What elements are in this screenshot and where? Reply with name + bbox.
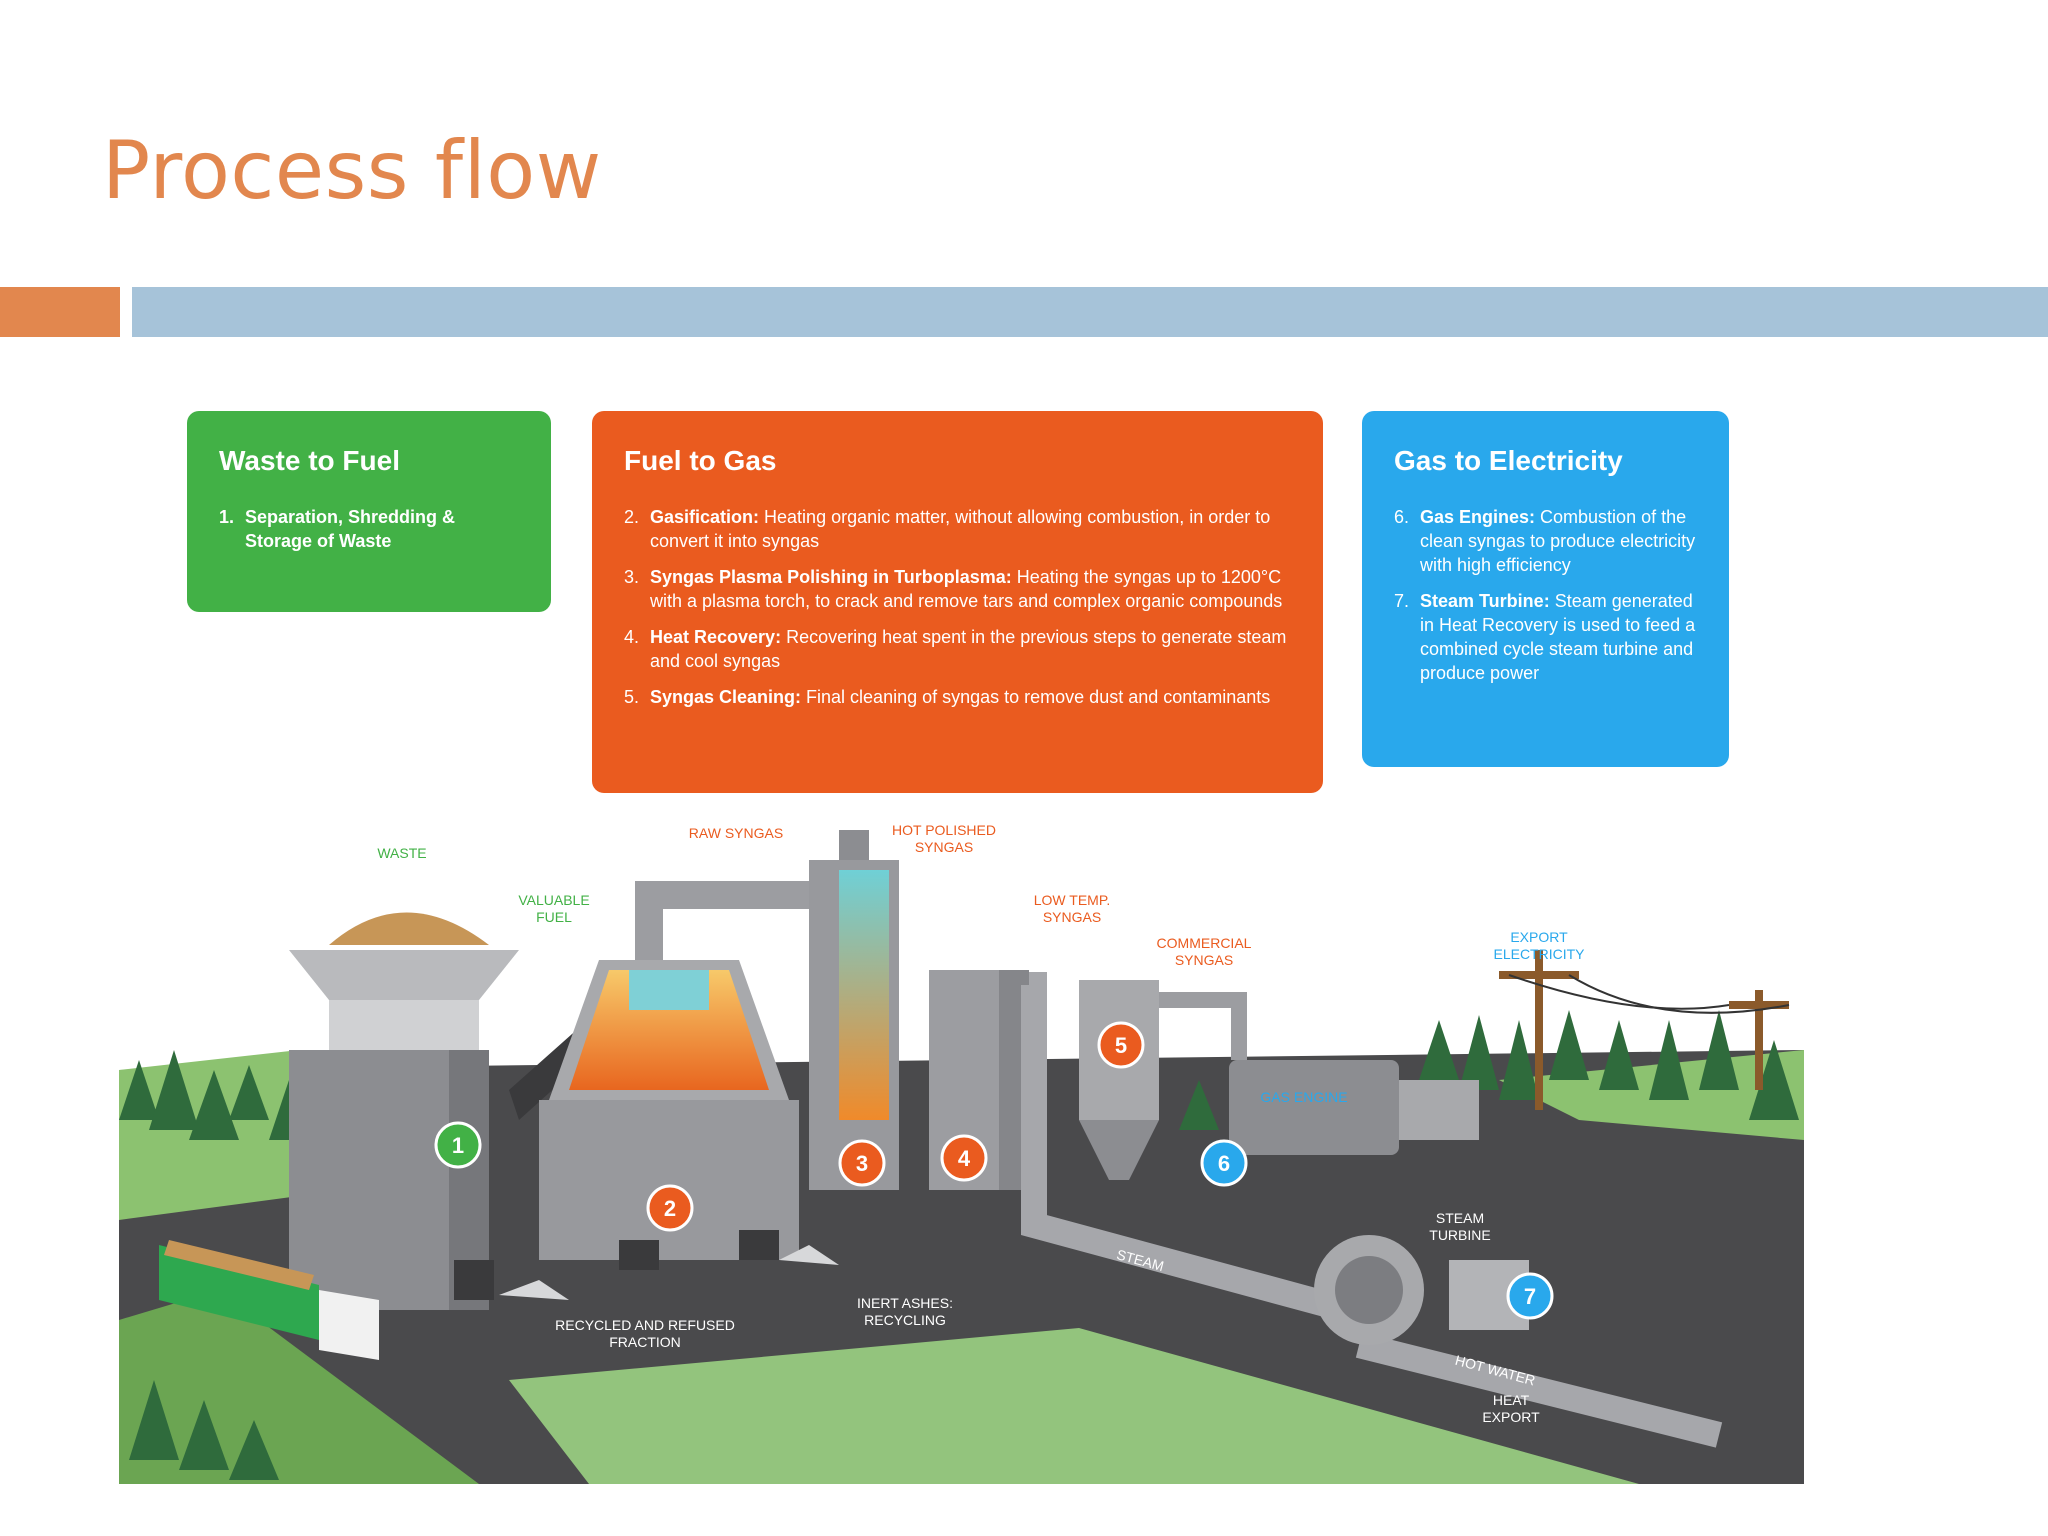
label-valuable-fuel-1: VALUABLE: [518, 892, 589, 908]
step-markers: 1 2 3 4 5 6 7: [434, 1021, 1554, 1320]
step-6-number: 6: [1218, 1151, 1230, 1176]
label-steam-turbine-1: STEAM: [1436, 1210, 1484, 1226]
step-5-item: 5. Syngas Cleaning: Final cleaning of syn…: [624, 685, 1297, 709]
label-inert-ashes-1: INERT ASHES:: [857, 1295, 953, 1311]
label-export-electricity-1: EXPORT: [1510, 929, 1568, 945]
waste-to-fuel-panel: Waste to Fuel 1. Separation, Shredding &…: [187, 411, 551, 612]
label-hot-polished-1: HOT POLISHED: [892, 822, 996, 838]
step-number: 2.: [624, 507, 640, 527]
step-number: 3.: [624, 567, 640, 587]
steam-pipe: [1021, 972, 1333, 1318]
fuel-to-gas-title: Fuel to Gas: [624, 445, 777, 476]
power-lines: [1499, 950, 1790, 1110]
step-2-number: 2: [664, 1196, 676, 1221]
label-valuable-fuel-2: FUEL: [536, 909, 572, 925]
step-text: Separation, Shredding & Storage of Waste: [245, 507, 456, 551]
steam-turbine: [1314, 1235, 1529, 1345]
step-text: Final cleaning of syngas to remove dust …: [801, 687, 1271, 707]
step-5-number: 5: [1115, 1033, 1127, 1058]
truck: [159, 1240, 379, 1360]
step-heading: Steam Turbine:: [1420, 591, 1550, 611]
ashes-pile: [779, 1245, 839, 1265]
step-heading: Syngas Plasma Polishing in Turboplasma:: [650, 567, 1012, 587]
step-heading: Heat Recovery:: [650, 627, 782, 647]
step-text: Heating organic matter, without allowing…: [650, 507, 1271, 551]
step-number: 7.: [1394, 591, 1410, 611]
step-1-number: 1: [452, 1133, 464, 1158]
step-number: 4.: [624, 627, 640, 647]
label-commercial-2: SYNGAS: [1175, 952, 1233, 968]
step-6-marker: 6: [1200, 1139, 1248, 1187]
slide-title: Process flow: [102, 124, 602, 217]
step-number: 1.: [219, 507, 235, 527]
step-3-number: 3: [856, 1151, 868, 1176]
title-accent-bar-blue: [132, 287, 2048, 337]
label-heat-export-2: EXPORT: [1482, 1409, 1540, 1425]
step-text: Steam generated in Heat Recovery is used…: [1420, 591, 1696, 683]
step-5-marker: 5: [1097, 1021, 1145, 1069]
plant-illustration: 1 2 3 4 5 6 7 WASTE VALUABLE FUEL RAW SY…: [119, 822, 1804, 1484]
gas-to-electricity-title: Gas to Electricity: [1394, 445, 1623, 476]
step-text: Combustion of the clean syngas to produc…: [1420, 507, 1696, 575]
label-raw-syngas: RAW SYNGAS: [689, 825, 783, 841]
label-heat-export-1: HEAT: [1493, 1392, 1530, 1408]
fuel-to-gas-panel: Fuel to Gas 2. Gasification: Heating orga…: [592, 411, 1323, 793]
gas-engine: [1229, 1060, 1479, 1155]
gasifier: [539, 960, 799, 1270]
label-recycled-2: FRACTION: [609, 1334, 681, 1350]
step-4-number: 4: [958, 1146, 971, 1171]
waste-to-fuel-title: Waste to Fuel: [219, 445, 400, 476]
label-export-electricity-2: ELECTRICITY: [1493, 946, 1585, 962]
step-2-item: 2. Gasification: Heating organic matter, …: [624, 505, 1297, 553]
label-gas-engine: GAS ENGINE: [1260, 1089, 1347, 1105]
label-waste: WASTE: [377, 845, 426, 861]
step-7-marker: 7: [1506, 1272, 1554, 1320]
label-low-temp-2: SYNGAS: [1043, 909, 1101, 925]
step-3-marker: 3: [838, 1139, 886, 1187]
step-4-marker: 4: [940, 1134, 988, 1182]
hot-water-pipe: [1355, 1332, 1723, 1448]
label-steam-turbine-2: TURBINE: [1429, 1227, 1490, 1243]
step-1-marker: 1: [434, 1121, 482, 1169]
trees: [119, 1010, 1799, 1480]
plasma-column: [809, 830, 899, 1190]
step-7-item: 7. Steam Turbine: Steam generated in Heat…: [1394, 589, 1703, 685]
step-number: 6.: [1394, 507, 1410, 527]
step-6-item: 6. Gas Engines: Combustion of the clean s…: [1394, 505, 1703, 577]
step-3-item: 3. Syngas Plasma Polishing in Turboplasma…: [624, 565, 1297, 613]
gas-to-electricity-panel: Gas to Electricity 6. Gas Engines: Combus…: [1362, 411, 1729, 767]
label-hot-polished-2: SYNGAS: [915, 839, 973, 855]
title-accent-bar-orange: [0, 287, 120, 337]
step-heading: Gasification:: [650, 507, 760, 527]
step-7-number: 7: [1524, 1284, 1536, 1309]
step-text: Recovering heat spent in the previous st…: [650, 627, 1287, 671]
step-4-item: 4. Heat Recovery: Recovering heat spent i…: [624, 625, 1297, 673]
step-2-marker: 2: [646, 1184, 694, 1232]
shredder-building: [289, 912, 519, 1310]
step-heading: Syngas Cleaning:: [650, 687, 802, 707]
label-inert-ashes-2: RECYCLING: [864, 1312, 946, 1328]
step-heading: Gas Engines:: [1420, 507, 1536, 527]
label-commercial-1: COMMERCIAL: [1157, 935, 1252, 951]
refused-fraction-pile: [499, 1280, 569, 1300]
step-text: Heating the syngas up to 1200°C with a p…: [650, 567, 1283, 611]
step-1-item: 1. Separation, Shredding & Storage of Wa…: [219, 505, 525, 553]
label-low-temp-1: LOW TEMP.: [1034, 892, 1111, 908]
step-number: 5.: [624, 687, 640, 707]
raw-syngas-pipe: [635, 881, 819, 960]
label-recycled-1: RECYCLED AND REFUSED: [555, 1317, 735, 1333]
